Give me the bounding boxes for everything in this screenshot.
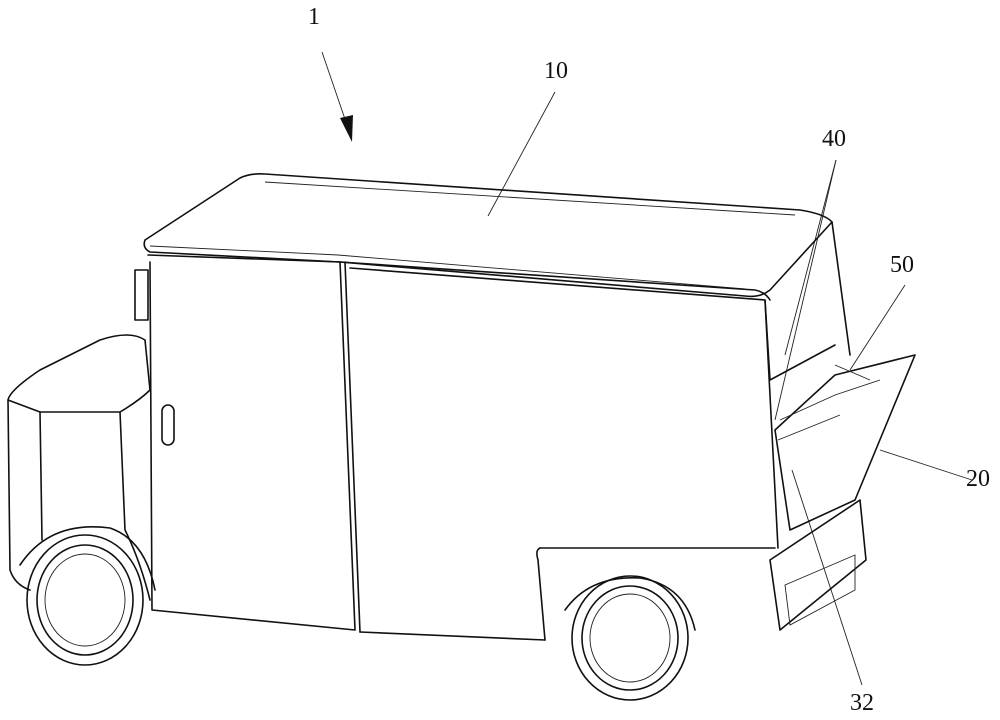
door-handle [162, 405, 174, 445]
front-wheel [20, 527, 155, 665]
rear-door [775, 355, 915, 530]
label-32: 32 [850, 690, 874, 717]
label-10: 10 [544, 58, 568, 85]
side-mirror [135, 270, 148, 320]
label-20: 20 [966, 466, 990, 493]
rear-bumper [770, 500, 866, 630]
label-1: 1 [308, 4, 320, 31]
arrow-head-icon [340, 115, 353, 142]
cargo-box-roof [144, 174, 832, 300]
front-cab [8, 335, 150, 600]
label-40: 40 [822, 126, 846, 153]
label-50: 50 [890, 252, 914, 279]
cargo-box-side [135, 222, 850, 640]
license-plate [785, 555, 855, 625]
rear-wheel [565, 576, 695, 700]
